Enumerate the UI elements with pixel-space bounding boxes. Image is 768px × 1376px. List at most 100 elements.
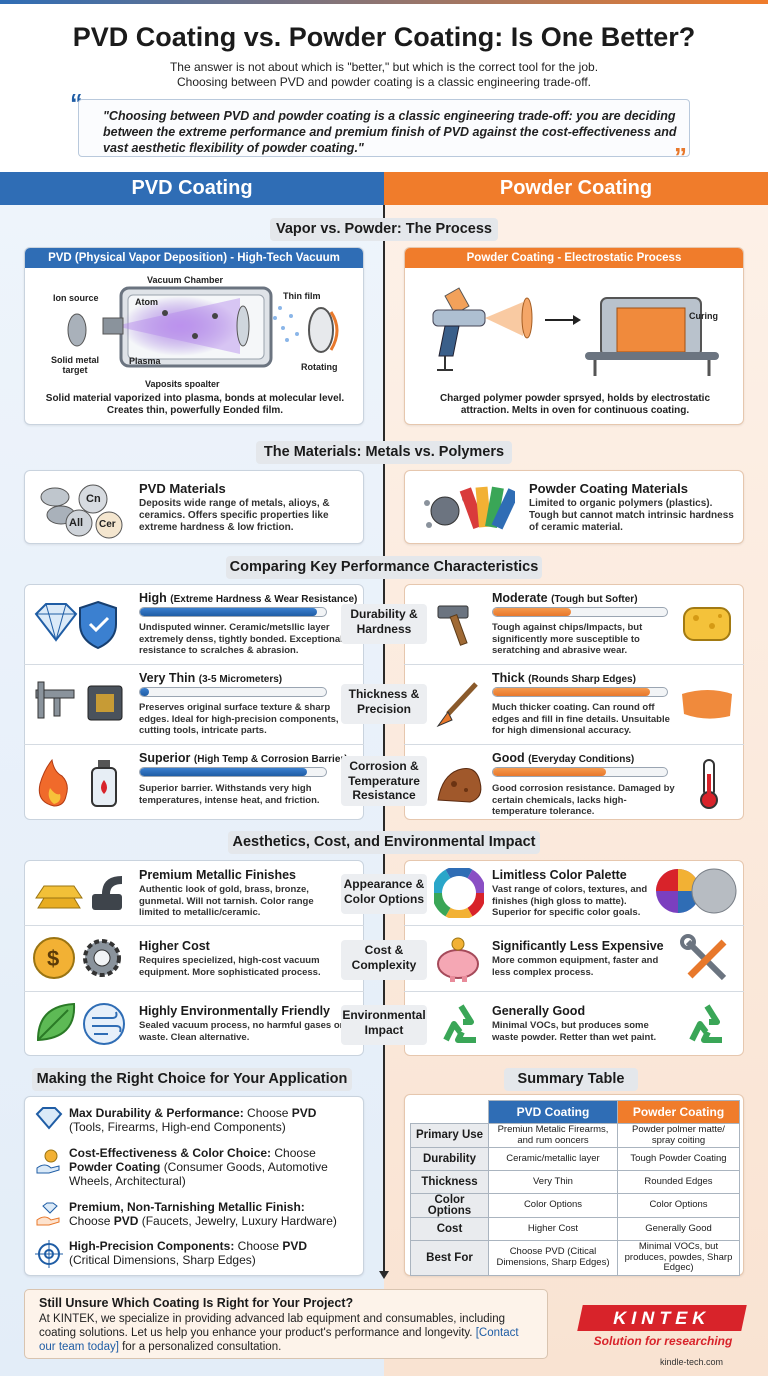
hand-diamond-icon <box>36 1202 60 1226</box>
pvd-column-header: PVD Coating <box>0 172 384 205</box>
choice-precision-verb: Choose <box>234 1239 283 1253</box>
site-url[interactable]: kindle-tech.com <box>660 1357 724 1367</box>
contact-link[interactable]: [Contact our team today] <box>39 1327 519 1353</box>
pvd-chamber-diagram <box>67 286 339 368</box>
center-divider <box>383 205 385 1275</box>
durability-powder-sub: (Tough but Softer) <box>551 594 638 605</box>
thickness-pvd-title: Very Thin (3-5 Micrometers) <box>139 671 282 685</box>
choice-item-durability: Max Durability & Performance: Choose PVD… <box>69 1106 349 1134</box>
cta-text: At KINTEK, we specialize in providing ad… <box>39 1312 533 1354</box>
tag-cn: Cn <box>86 493 101 505</box>
thickness-pvd-level-text: Very Thin <box>139 671 196 685</box>
pvd-process-card: PVD (Physical Vapor Deposition) - High-T… <box>24 247 364 425</box>
paint-stroke-icon <box>682 690 732 719</box>
corrosion-pvd-sub: (High Temp & Corrosion Barrier) <box>193 754 348 765</box>
row-divider <box>24 991 364 992</box>
thickness-powder-bar <box>492 687 668 697</box>
appearance-pvd-desc: Authentic look of gold, brass, bronze, g… <box>139 884 314 918</box>
durability-powder-level-text: Moderate <box>492 591 548 605</box>
dollar-gear-icon: $ <box>33 937 121 979</box>
table-row-label: Primary Use <box>410 1123 489 1148</box>
table-cell: Color Options <box>616 1193 741 1218</box>
row-divider <box>404 744 744 745</box>
corrosion-pvd-desc: Superior barrier. Withstands very high t… <box>139 783 320 806</box>
powder-process-caption: Charged polymer powder sprsyed, holds by… <box>439 393 711 416</box>
durability-pvd-bar <box>139 607 327 617</box>
rust-icon <box>437 768 482 803</box>
recycle-icon <box>689 1004 722 1043</box>
section-aesthetics: Aesthetics, Cost, and Environmental Impa… <box>228 831 540 854</box>
choice-cost-label: Cost-Effectiveness & Color Choice: <box>69 1146 272 1160</box>
choice-durability-verb: Choose <box>243 1106 292 1120</box>
corrosion-powder-bar <box>492 767 668 777</box>
pvd-materials-title: PVD Materials <box>139 481 226 496</box>
appearance-pvd-title: Premium Metallic Finishes <box>139 868 296 882</box>
section-performance: Comparing Key Performance Characteristic… <box>226 556 542 579</box>
label-vacuum-chamber: Vacuum Chamber <box>147 275 224 285</box>
mid-label-cost: Cost & Complexity <box>341 940 427 980</box>
thickness-powder-desc: Much thicker coating. Can round off edge… <box>492 702 670 736</box>
choice-item-cost: Cost-Effectiveness & Color Choice: Choos… <box>69 1146 349 1188</box>
paintbrush-icon <box>436 682 478 728</box>
label-solid-metal-target: Solid metal target <box>51 355 100 375</box>
flame-bottle-icon <box>38 758 117 807</box>
table-row-label: Best For <box>410 1240 489 1276</box>
kintek-logo[interactable]: KINTEK <box>577 1305 747 1331</box>
corrosion-pvd-fill <box>140 768 308 776</box>
mid-label-corrosion: Corrosion & Temperature Resistance <box>341 756 427 806</box>
pvd-materials-card: Cn All Cer PVD Materials Deposits wide r… <box>24 470 364 544</box>
section-process: Vapor vs. Powder: The Process <box>270 218 498 241</box>
thickness-powder-fill <box>493 688 650 696</box>
cta-box: Still Unsure Which Coating Is Right for … <box>24 1289 548 1359</box>
row-divider <box>404 991 744 992</box>
table-header-pvd: PVD Coating <box>488 1100 618 1124</box>
choice-item-metallic: Premium, Non-Tarnishing Metallic Finish:… <box>69 1200 354 1228</box>
label-ion-source: Ion source <box>53 293 99 303</box>
pvd-process-header: PVD (Physical Vapor Deposition) - High-T… <box>25 248 363 284</box>
crosshair-icon <box>35 1240 63 1268</box>
table-cell: Very Thin <box>488 1170 618 1194</box>
hand-coin-icon <box>36 1149 60 1174</box>
mid-label-environment: Environmental Impact <box>341 1005 427 1045</box>
subtitle-line-1: The answer is not about which is "better… <box>169 60 599 74</box>
powder-materials-card: Powder Coating Materials Limited to orga… <box>404 470 744 544</box>
subtitle-line-2: Choosing between PVD and powder coating … <box>176 75 592 89</box>
leaf-wind-icon <box>36 1002 125 1045</box>
row-divider <box>24 664 364 665</box>
section-summary: Summary Table <box>504 1068 638 1091</box>
corrosion-powder-fill <box>493 768 607 776</box>
table-row-label: Cost <box>410 1217 489 1241</box>
powder-spray-diagram <box>432 287 719 376</box>
environment-powder-title: Generally Good <box>492 1004 586 1018</box>
label-curing: Curing <box>689 311 718 321</box>
environment-pvd-desc: Sealed vacuum process, no harmful gases … <box>139 1020 344 1043</box>
piggy-bank-icon <box>437 937 479 982</box>
thermometer-icon <box>700 759 718 809</box>
mid-label-thickness: Thickness & Precision <box>341 684 427 724</box>
table-cell: Premiun Metalic Firearms, and rum ooncer… <box>488 1123 618 1148</box>
powder-process-header: Powder Coating - Electrostatic Process <box>405 248 743 268</box>
appearance-powder-title: Limitless Color Palette <box>492 868 627 882</box>
powder-swatches-icon <box>424 486 515 530</box>
cta-title: Still Unsure Which Coating Is Right for … <box>39 1296 354 1310</box>
table-cell: Rounded Edges <box>616 1170 741 1194</box>
powder-materials-title: Powder Coating Materials <box>529 481 688 496</box>
row-divider <box>404 664 744 665</box>
subtitle: The answer is not about which is "better… <box>0 60 768 90</box>
brand-slogan: Solution for researching <box>593 1334 733 1348</box>
divider-arrow-icon <box>379 1271 389 1279</box>
row-divider <box>24 744 364 745</box>
choice-precision-examples: (Critical Dimensions, Sharp Edges) <box>69 1253 256 1267</box>
durability-pvd-level-text: High <box>139 591 167 605</box>
durability-powder-title: Moderate (Tough but Softer) <box>492 591 638 605</box>
powder-column-header: Powder Coating <box>384 172 768 205</box>
choice-durability-pick: PVD <box>291 1106 317 1120</box>
cost-powder-desc: More common equipment, faster and less c… <box>492 955 659 978</box>
choice-item-precision: High-Precision Components: Choose PVD(Cr… <box>69 1239 354 1267</box>
mid-label-appearance: Appearance & Color Options <box>341 874 427 914</box>
gold-faucet-icon <box>35 876 122 910</box>
durability-powder-bar <box>492 607 668 617</box>
svg-text:$: $ <box>47 946 59 971</box>
